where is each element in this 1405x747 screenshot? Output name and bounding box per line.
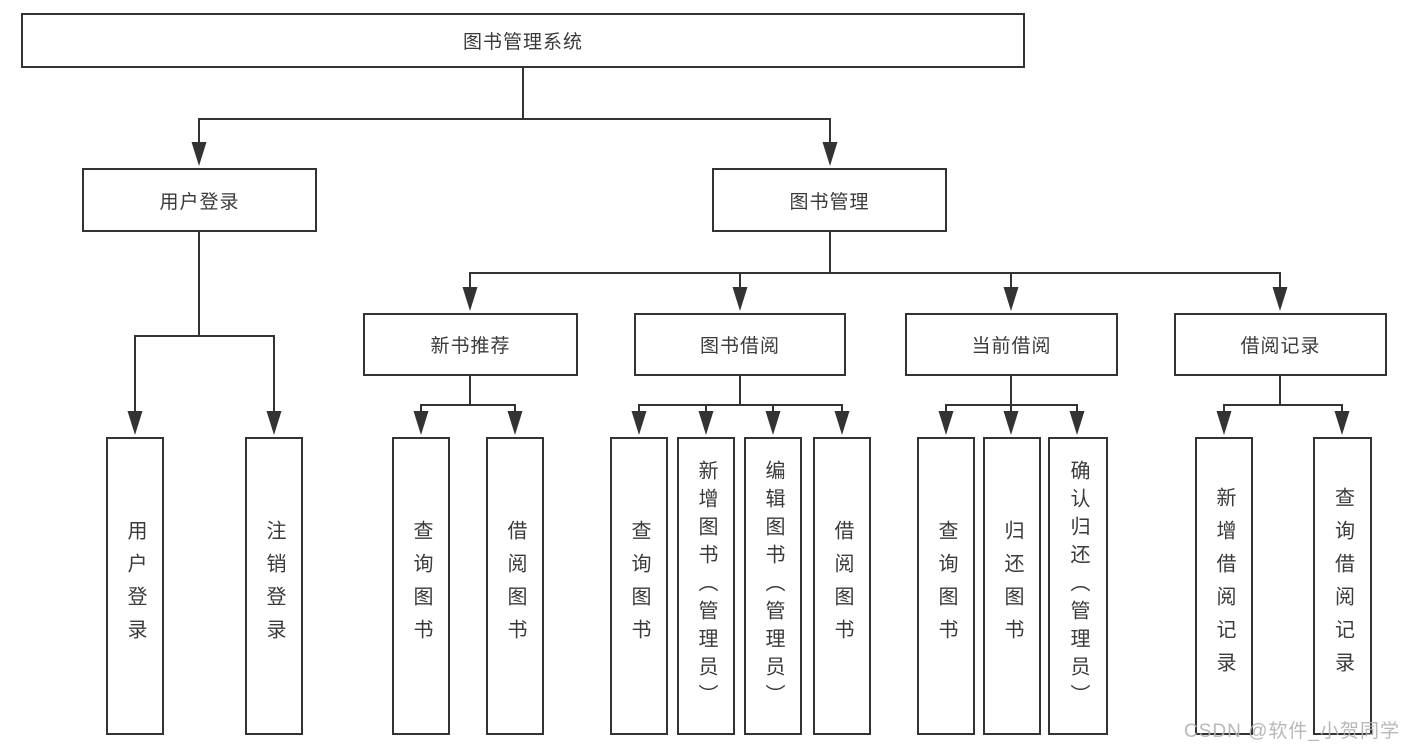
node-new-book-recommend: 新书推荐 bbox=[363, 313, 578, 376]
leaf-cb-return-books: 归还图书 bbox=[983, 437, 1041, 735]
leaf-bb-edit-books-admin-label: 编辑图书（管理员） bbox=[762, 460, 784, 712]
node-book-borrow: 图书借阅 bbox=[634, 313, 846, 376]
leaf-logout: 注销登录 bbox=[245, 437, 303, 735]
leaf-cb-return-books-label: 归还图书 bbox=[1001, 520, 1023, 652]
leaf-user-login: 用户登录 bbox=[106, 437, 164, 735]
leaf-br-query-record-label: 查询借阅记录 bbox=[1331, 487, 1354, 685]
leaf-nb-query-books: 查询图书 bbox=[392, 437, 450, 735]
node-user-login-label: 用户登录 bbox=[159, 191, 240, 213]
leaf-nb-query-books-label: 查询图书 bbox=[410, 520, 432, 652]
leaf-bb-edit-books-admin: 编辑图书（管理员） bbox=[744, 437, 802, 735]
leaf-bb-query-books-label: 查询图书 bbox=[628, 520, 650, 652]
node-root-label: 图书管理系统 bbox=[462, 32, 583, 53]
leaf-user-login-label: 用户登录 bbox=[124, 520, 146, 652]
node-book-management: 图书管理 bbox=[712, 168, 947, 232]
leaf-br-add-record: 新增借阅记录 bbox=[1195, 437, 1253, 735]
leaf-bb-add-books-admin-label: 新增图书（管理员） bbox=[695, 460, 717, 712]
node-book-borrow-label: 图书借阅 bbox=[699, 336, 780, 357]
node-root-system: 图书管理系统 bbox=[21, 13, 1025, 68]
leaf-bb-borrow-books: 借阅图书 bbox=[813, 437, 871, 735]
leaf-cb-confirm-return-admin-label: 确认归还（管理员） bbox=[1067, 460, 1089, 712]
node-new-book-recommend-label: 新书推荐 bbox=[430, 336, 511, 357]
leaf-cb-query-books-label: 查询图书 bbox=[935, 520, 957, 652]
node-user-login: 用户登录 bbox=[82, 168, 317, 232]
leaf-br-query-record: 查询借阅记录 bbox=[1313, 437, 1372, 735]
node-current-borrow-label: 当前借阅 bbox=[971, 336, 1052, 357]
node-current-borrow: 当前借阅 bbox=[905, 313, 1118, 376]
node-borrow-records-label: 借阅记录 bbox=[1240, 336, 1321, 357]
csdn-watermark: CSDN @软件_小贺同学 bbox=[1184, 721, 1400, 742]
leaf-nb-borrow-books-label: 借阅图书 bbox=[504, 520, 526, 652]
arrowheads bbox=[127, 142, 1350, 435]
leaf-cb-confirm-return-admin: 确认归还（管理员） bbox=[1048, 437, 1108, 735]
leaf-bb-borrow-books-label: 借阅图书 bbox=[831, 520, 853, 652]
leaf-cb-query-books: 查询图书 bbox=[917, 437, 975, 735]
leaf-br-add-record-label: 新增借阅记录 bbox=[1213, 487, 1235, 685]
node-book-management-label: 图书管理 bbox=[789, 191, 870, 213]
leaf-logout-label: 注销登录 bbox=[263, 520, 285, 652]
leaf-nb-borrow-books: 借阅图书 bbox=[486, 437, 544, 735]
node-borrow-records: 借阅记录 bbox=[1174, 313, 1387, 376]
leaf-bb-query-books: 查询图书 bbox=[610, 437, 668, 735]
leaf-bb-add-books-admin: 新增图书（管理员） bbox=[677, 437, 735, 735]
